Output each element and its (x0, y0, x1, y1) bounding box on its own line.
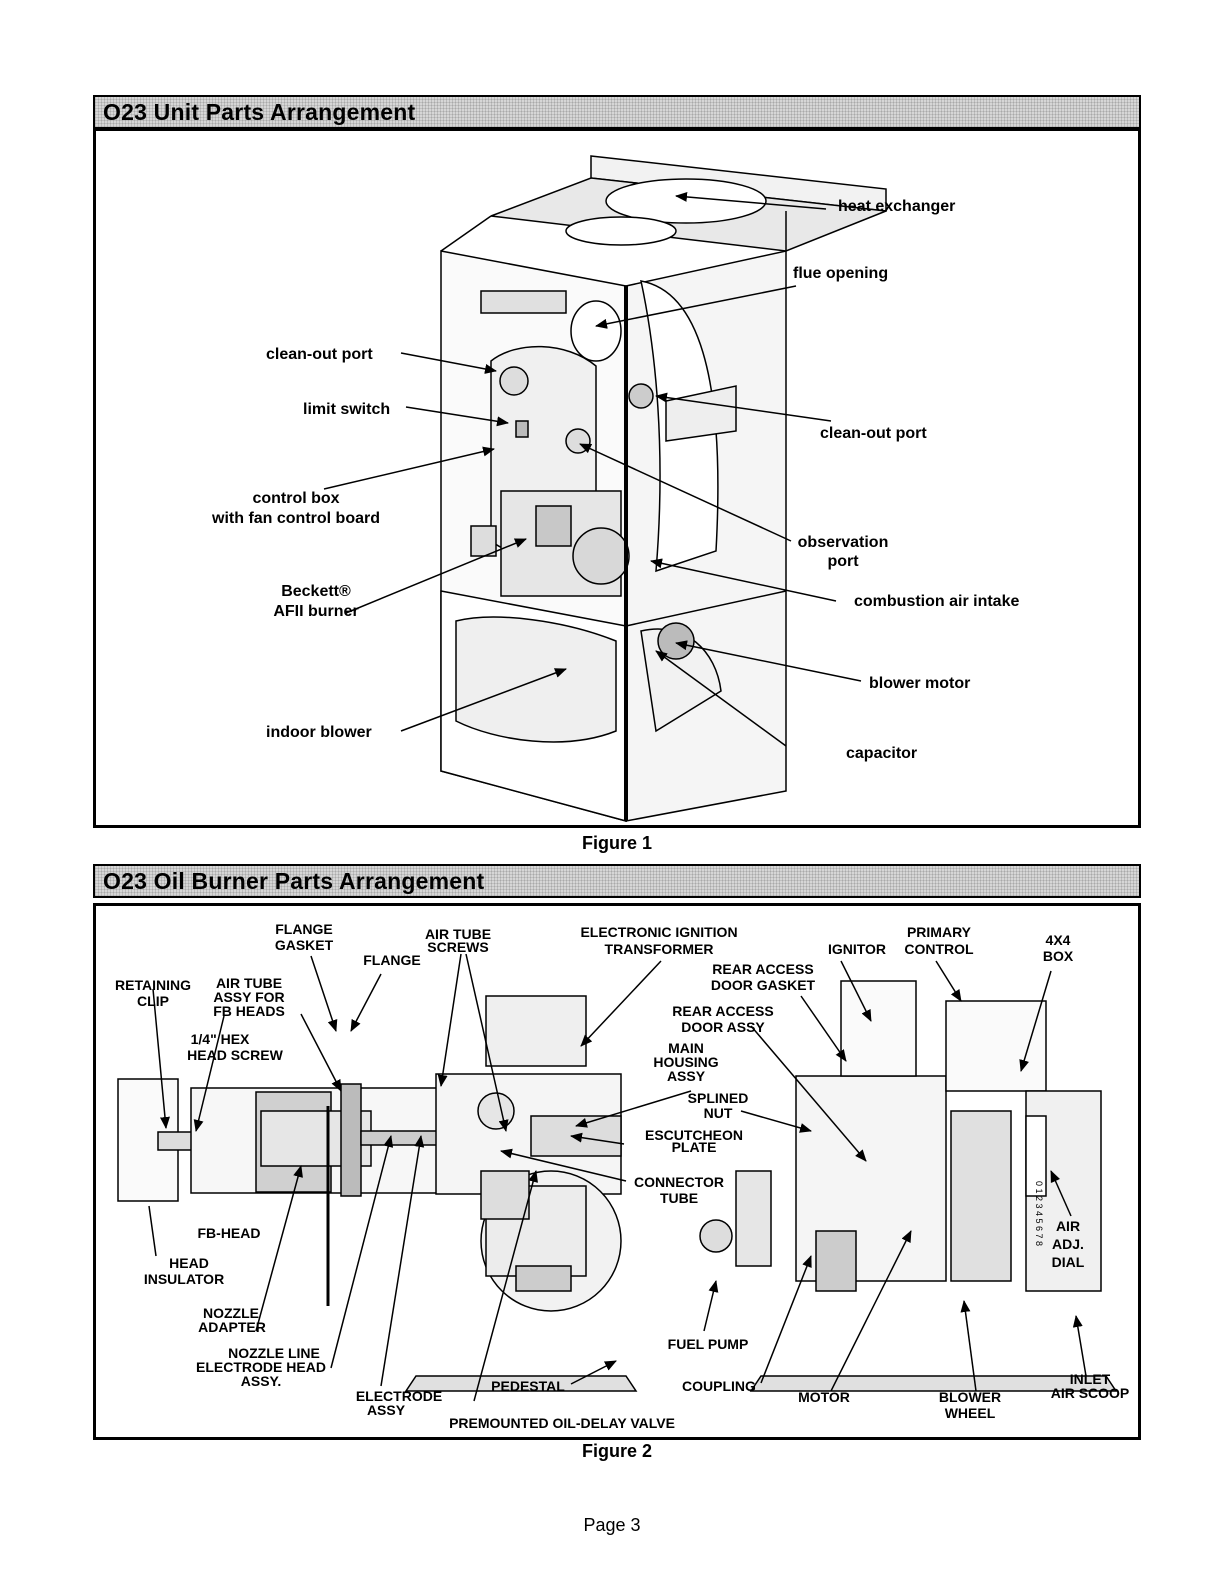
figure-1-box: heat exchanger flue opening clean-out po… (93, 128, 1141, 828)
label-eit-1: ELECTRONIC IGNITION (580, 924, 737, 940)
label-nozzle-line-1: NOZZLE LINE (228, 1345, 320, 1361)
label-observation-port: port (827, 553, 859, 570)
section-title: O23 Oil Burner Parts Arrangement (103, 868, 485, 894)
oil-burner-diagram: FLANGE GASKET FLANGE AIR TUBE SCREWS ELE… (115, 921, 1129, 1431)
label-fb-head: FB-HEAD (198, 1225, 261, 1241)
label-box: BOX (1043, 948, 1074, 964)
label-flue-opening: flue opening (793, 265, 888, 282)
figure-1-caption: Figure 1 (581, 833, 652, 853)
label-nozzle-adapter-1: NOZZLE (203, 1305, 259, 1321)
label-control-box: control box (252, 490, 339, 507)
label-air-adj-3: DIAL (1052, 1254, 1085, 1270)
label-head-insulator-1: HEAD (169, 1255, 209, 1271)
label-main-housing-1: MAIN (668, 1040, 704, 1056)
label-blower-wheel-1: BLOWER (939, 1389, 1001, 1405)
label-premounted: PREMOUNTED OIL-DELAY VALVE (449, 1415, 675, 1431)
label-air-adj-2: ADJ. (1052, 1236, 1084, 1252)
label-escutcheon-1: ESCUTCHEON (645, 1127, 743, 1143)
label-hex-2: HEAD SCREW (187, 1047, 283, 1063)
label-air-tube-assy-2: ASSY FOR (213, 989, 284, 1005)
label-observation: observation (798, 534, 889, 551)
label-clean-out-port-left: clean-out port (266, 346, 373, 363)
burner-illustration (117, 980, 1118, 1392)
label-splined-1: SPLINED (688, 1090, 749, 1106)
label-air-tube-assy-1: AIR TUBE (216, 975, 282, 991)
label-flange-gasket-1: FLANGE (275, 921, 333, 937)
label-air-tube-screws-1: AIR TUBE (425, 926, 491, 942)
label-fuel-pump: FUEL PUMP (668, 1336, 749, 1352)
label-main-housing-2: HOUSING (653, 1054, 718, 1070)
label-beckett: Beckett® (281, 583, 351, 600)
label-electrode-2: ASSY (367, 1402, 406, 1418)
label-clean-out-port-right: clean-out port (820, 425, 927, 442)
figure2-callout-arrows (148, 953, 1087, 1402)
label-nozzle-line-2: ELECTRODE HEAD (196, 1359, 326, 1375)
label-coupling: COUPLING (682, 1378, 756, 1394)
label-blower-motor: blower motor (869, 675, 970, 692)
figure1-labels: heat exchanger flue opening clean-out po… (211, 198, 1019, 762)
label-retaining-2: CLIP (137, 993, 169, 1009)
figure2-labels: FLANGE GASKET FLANGE AIR TUBE SCREWS ELE… (115, 921, 1129, 1431)
figure-2-caption: Figure 2 (581, 1441, 652, 1461)
label-air-tube-screws-2: SCREWS (427, 939, 488, 955)
label-4x4: 4X4 (1046, 932, 1071, 948)
label-air-adj-1: AIR (1056, 1218, 1080, 1234)
label-head-insulator-2: INSULATOR (144, 1271, 224, 1287)
label-rear-gasket-2: DOOR GASKET (711, 977, 816, 993)
label-inlet-1: INLET (1070, 1371, 1111, 1387)
label-rear-assy-1: REAR ACCESS (672, 1003, 773, 1019)
label-eit-2: TRANSFORMER (605, 941, 714, 957)
label-capacitor: capacitor (846, 745, 917, 762)
page-number: Page 3 (583, 1515, 641, 1535)
label-nozzle-adapter-2: ADAPTER (198, 1319, 266, 1335)
label-flange: FLANGE (363, 952, 421, 968)
label-main-housing-3: ASSY (667, 1068, 706, 1084)
label-ignitor: IGNITOR (828, 941, 886, 957)
label-heat-exchanger: heat exchanger (838, 198, 955, 215)
label-primary-1: PRIMARY (907, 924, 972, 940)
furnace-diagram: heat exchanger flue opening clean-out po… (211, 155, 1019, 822)
label-retaining-1: RETAINING (115, 977, 191, 993)
label-hex-1: 1/4" HEX (191, 1031, 250, 1047)
label-limit-switch: limit switch (303, 401, 390, 418)
label-flange-gasket-2: GASKET (275, 937, 334, 953)
label-afii-burner: AFII burner (273, 603, 358, 620)
label-rear-assy-2: DOOR ASSY (681, 1019, 765, 1035)
label-air-tube-assy-3: FB HEADS (213, 1003, 285, 1019)
label-connector-2: TUBE (660, 1190, 698, 1206)
label-rear-gasket-1: REAR ACCESS (712, 961, 813, 977)
section-header-oil-burner: O23 Oil Burner Parts Arrangement (93, 864, 1141, 898)
label-pedestal: PEDESTAL (491, 1378, 565, 1394)
label-control-box-sub: with fan control board (211, 510, 380, 527)
label-splined-2: NUT (704, 1105, 733, 1121)
figure1-callout-arrows (323, 191, 862, 747)
label-combustion-air-intake: combustion air intake (854, 593, 1019, 610)
label-inlet-2: AIR SCOOP (1051, 1385, 1130, 1401)
label-primary-2: CONTROL (904, 941, 974, 957)
air-adjust-dial-marks: 0 1 2 3 4 5 6 7 8 (1034, 1181, 1044, 1246)
figure-2-box: FLANGE GASKET FLANGE AIR TUBE SCREWS ELE… (93, 903, 1141, 1440)
label-escutcheon-2: PLATE (672, 1139, 717, 1155)
label-electrode-1: ELECTRODE (356, 1388, 442, 1404)
label-indoor-blower: indoor blower (266, 724, 372, 741)
section-title: O23 Unit Parts Arrangement (103, 99, 416, 125)
label-blower-wheel-2: WHEEL (945, 1405, 996, 1421)
label-connector-1: CONNECTOR (634, 1174, 724, 1190)
label-nozzle-line-3: ASSY. (241, 1373, 281, 1389)
furnace-illustration (440, 155, 887, 822)
label-motor: MOTOR (798, 1389, 850, 1405)
section-header-unit-parts: O23 Unit Parts Arrangement (93, 95, 1141, 129)
